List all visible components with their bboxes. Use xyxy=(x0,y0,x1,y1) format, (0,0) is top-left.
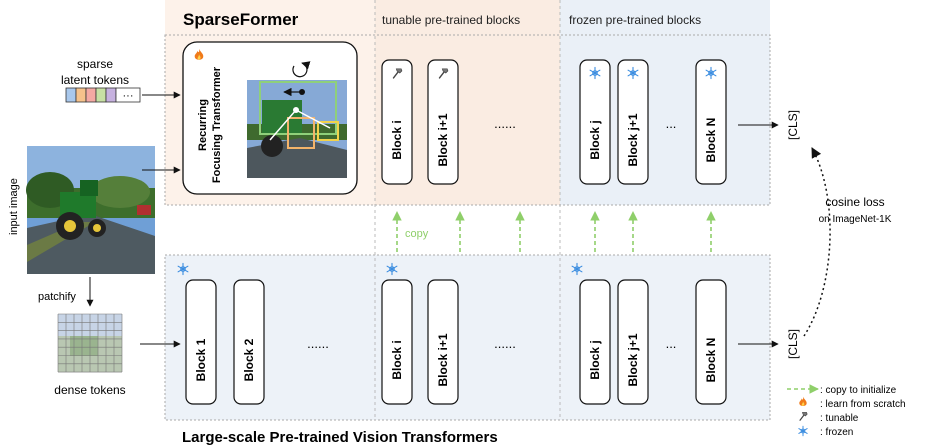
latent-tokens-label: latent tokens xyxy=(61,73,129,87)
latent-token xyxy=(65,87,77,103)
latent-token-more xyxy=(115,87,141,103)
copy-arrows xyxy=(392,211,716,252)
bottom-block-1: Block 1 xyxy=(185,279,217,405)
top-block-N: Block N xyxy=(695,59,727,185)
tunable-header: tunable pre-trained blocks xyxy=(382,13,520,27)
legend: : copy to initialize : learn from scratc… xyxy=(787,384,906,438)
dense-tokens-label: dense tokens xyxy=(54,383,125,397)
copy-label: copy xyxy=(405,228,429,240)
rft-thumbnail xyxy=(247,80,347,178)
bottom-block-N-label: Block N xyxy=(704,338,718,383)
bottom-block-j1: Block j+1 xyxy=(617,279,649,405)
bottom-cls: [CLS] xyxy=(786,329,800,359)
top-block-i-label: Block i xyxy=(390,120,404,159)
token-ellipsis: ··· xyxy=(123,90,134,102)
bottom-block-1-label: Block 1 xyxy=(194,338,208,381)
recurring-arrow-icon xyxy=(292,61,311,78)
sparseformer-frame xyxy=(164,34,771,206)
vit-frame xyxy=(164,254,771,421)
frozen-header: frozen pre-trained blocks xyxy=(569,13,701,27)
legend-snowflake-icon xyxy=(798,425,808,437)
legend-copy: : copy to initialize xyxy=(820,385,897,396)
top-cls: [CLS] xyxy=(786,110,800,140)
cosine-loss-arrow xyxy=(803,147,831,337)
latent-token xyxy=(75,87,87,103)
top-block-j: Block j xyxy=(579,59,611,185)
top-ellipsis: ... xyxy=(666,116,677,131)
top-block-i1: Block i+1 xyxy=(427,59,459,185)
patchify-label: patchify xyxy=(38,291,76,303)
latent-token xyxy=(105,87,117,103)
bottom-dots-2: ...... xyxy=(494,336,516,351)
sparseformer-title: SparseFormer xyxy=(183,10,299,29)
bottom-block-i1: Block i+1 xyxy=(427,279,459,405)
bottom-ellipsis: ... xyxy=(666,336,677,351)
latent-token xyxy=(95,87,107,103)
legend-frozen: : frozen xyxy=(820,427,853,438)
bottom-block-row: Block 1 Block 2 Block i Block i+1 Block j Blo… xyxy=(185,279,727,405)
cosine-loss-label: cosine loss xyxy=(825,195,884,209)
top-block-i: Block i xyxy=(381,59,413,185)
top-dots: ...... xyxy=(494,116,516,131)
legend-flame-icon xyxy=(799,396,807,407)
bottom-block-i: Block i xyxy=(381,279,413,405)
legend-hammer-icon xyxy=(799,411,808,421)
bottom-block-i-label: Block i xyxy=(390,340,404,379)
top-block-i1-label: Block i+1 xyxy=(436,113,450,166)
latent-token xyxy=(85,87,97,103)
vit-region xyxy=(165,255,770,420)
top-block-N-label: Block N xyxy=(704,118,718,163)
bottom-block-j: Block j xyxy=(579,279,611,405)
legend-scratch: : learn from scratch xyxy=(820,399,906,410)
top-block-row: Block i Block i+1 Block j Block j+1 Block N xyxy=(381,59,727,185)
bottom-block-j1-label: Block j+1 xyxy=(626,333,640,386)
bottom-block-2-label: Block 2 xyxy=(242,338,256,381)
top-block-j1: Block j+1 xyxy=(617,59,649,185)
top-block-j-label: Block j xyxy=(588,120,602,159)
vit-title: Large-scale Pre-trained Vision Transform… xyxy=(182,429,498,446)
bottom-block-i1-label: Block i+1 xyxy=(436,333,450,386)
imagenet-label: on ImageNet-1K xyxy=(819,214,892,225)
input-image-photo xyxy=(26,146,155,274)
bottom-block-j-label: Block j xyxy=(588,340,602,379)
rft-label-line1: Recurring xyxy=(197,99,209,151)
sparse-label: sparse xyxy=(77,57,113,71)
rft-label-line2: Focusing Transformer xyxy=(211,66,223,183)
token-strip xyxy=(65,87,141,103)
bottom-block-N: Block N xyxy=(695,279,727,405)
legend-tunable: : tunable xyxy=(820,413,859,424)
bottom-block-2: Block 2 xyxy=(233,279,265,405)
input-image-label: input image xyxy=(8,178,20,235)
top-block-j1-label: Block j+1 xyxy=(626,113,640,166)
dense-tokens-grid xyxy=(57,313,123,373)
bottom-dots-1: ...... xyxy=(307,336,329,351)
